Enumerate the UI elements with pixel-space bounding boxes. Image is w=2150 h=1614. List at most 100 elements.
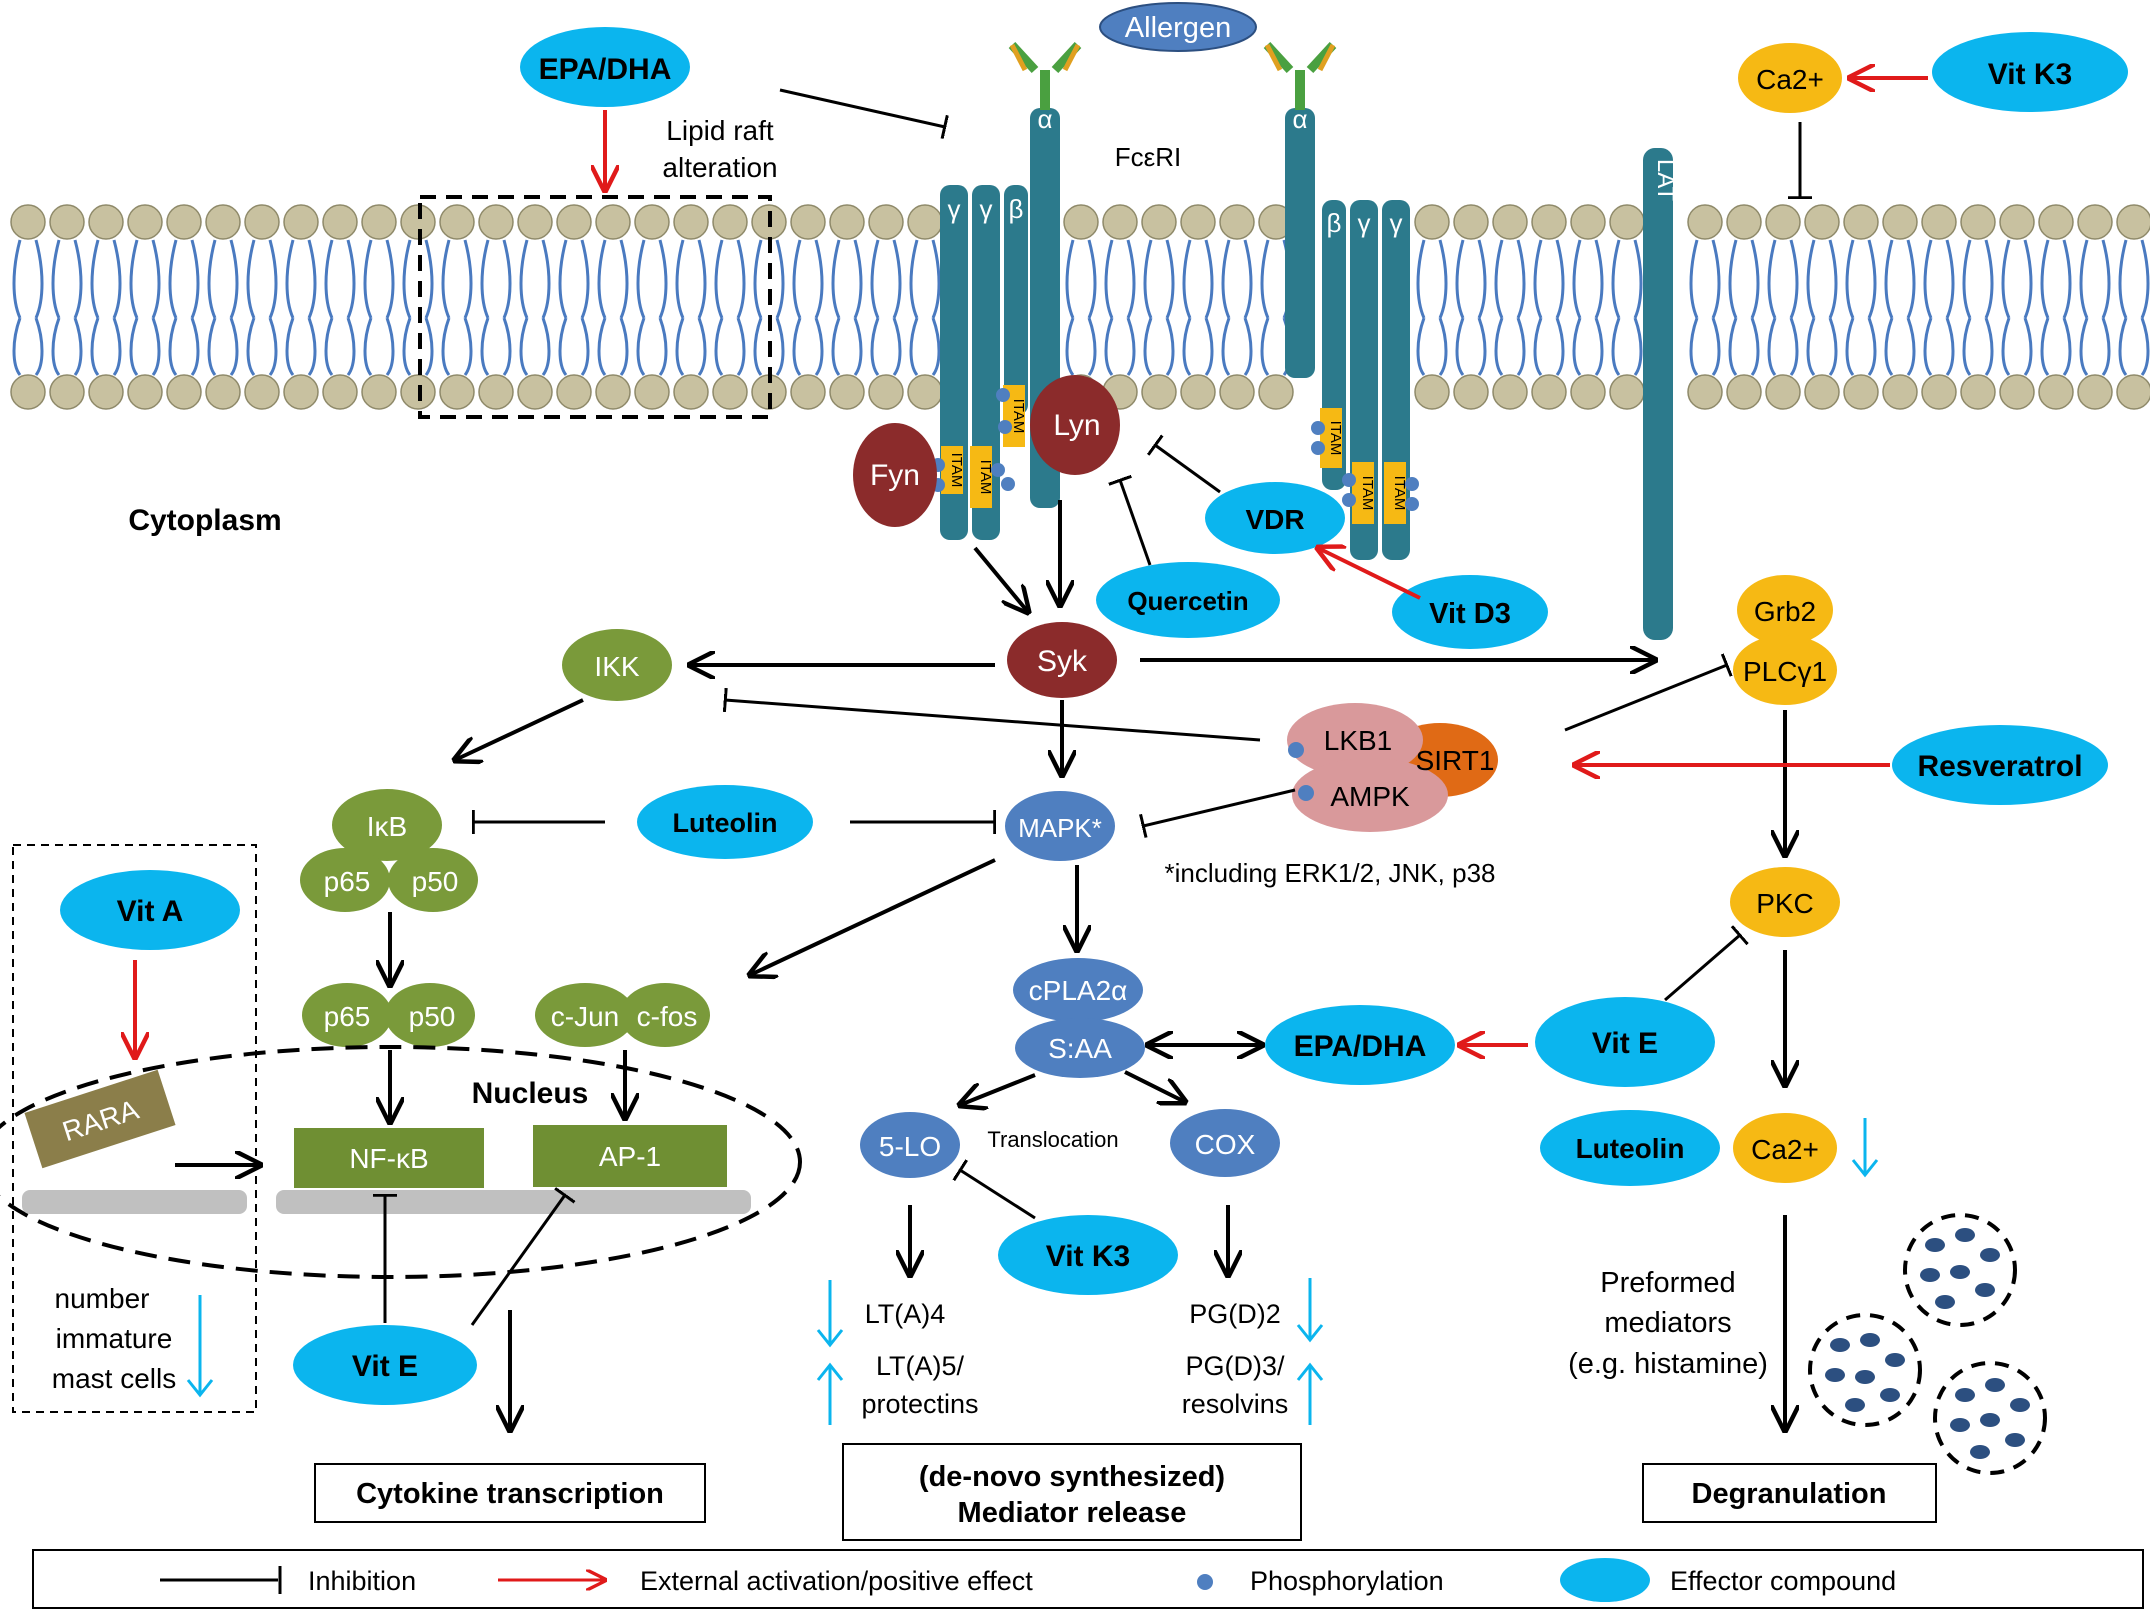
lipid-head [712, 204, 748, 240]
svg-text:LAT: LAT [1652, 159, 1679, 202]
legend-effector: Effector compound [1560, 1558, 1896, 1602]
degranulation-box: Degranulation [1642, 1463, 1937, 1523]
lipid-head [790, 204, 826, 240]
lipid-head [1804, 374, 1840, 410]
lipid-head [478, 374, 514, 410]
lipid-tail [441, 239, 473, 376]
beta-label-2: β [1327, 208, 1342, 238]
svg-text:Effector compound: Effector compound [1670, 1566, 1896, 1596]
lipid-tail [792, 239, 824, 376]
effector-vit-k3-mid: Vit K3 [998, 1215, 1178, 1295]
lipid-tail [1143, 239, 1175, 376]
lipid-head [127, 374, 163, 410]
svg-text:Lipid raft: Lipid raft [666, 115, 774, 146]
lipid-head [478, 204, 514, 240]
lipid-head [2038, 204, 2074, 240]
lipid-head [634, 204, 670, 240]
lipid-tail [1923, 239, 1955, 376]
svg-text:Ca2+: Ca2+ [1751, 1134, 1819, 1165]
svg-text:c-Jun: c-Jun [551, 1001, 619, 1032]
dna-strand-left [22, 1190, 247, 1214]
lipid-head [1609, 204, 1645, 240]
ige-antibody-left [1008, 41, 1082, 110]
svg-text:cPLA2α: cPLA2α [1029, 975, 1128, 1006]
svg-text:resolvins: resolvins [1182, 1389, 1289, 1419]
svg-text:PLCγ1: PLCγ1 [1743, 656, 1827, 687]
lipid-head [634, 374, 670, 410]
lipid-head [868, 204, 904, 240]
svg-text:alteration: alteration [662, 152, 777, 183]
svg-text:c-fos: c-fos [637, 1001, 698, 1032]
svg-text:Degranulation: Degranulation [1692, 1478, 1887, 1510]
lipid-head [361, 374, 397, 410]
svg-text:mediators: mediators [1604, 1307, 1731, 1339]
lipid-head [907, 374, 943, 410]
gamma-label-2: γ [980, 194, 993, 224]
p65-p50-dimer: p65 p50 [302, 983, 475, 1047]
mapk-node: MAPK* [1005, 791, 1115, 861]
lipid-tail [51, 239, 83, 376]
itam-motifs: ITAM ITAM ITAM ITAM ITAM ITAM [941, 385, 1408, 524]
lipid-head [1414, 374, 1450, 410]
lipid-head [1765, 204, 1801, 240]
svg-text:EPA/DHA: EPA/DHA [1294, 1030, 1427, 1063]
svg-text:ITAM: ITAM [1359, 476, 1376, 511]
lipid-head [361, 204, 397, 240]
lipid-head [1570, 204, 1606, 240]
lipid-head [673, 204, 709, 240]
lipid-head [88, 374, 124, 410]
svg-text:Ca2+: Ca2+ [1756, 64, 1824, 95]
svg-text:number: number [55, 1283, 150, 1314]
cpla2a-saa-complex: cPLA2α S:AA [1013, 958, 1145, 1078]
lipid-head [1609, 374, 1645, 410]
lipid-tail [12, 239, 44, 376]
lipid-tail [1221, 239, 1253, 376]
svg-text:Cytoplasm: Cytoplasm [128, 504, 281, 537]
lipid-tail [1572, 239, 1604, 376]
svg-text:ITAM: ITAM [1327, 421, 1344, 456]
lipid-tail [558, 239, 590, 376]
alpha-label-1: α [1037, 104, 1052, 134]
lipid-head [1804, 204, 1840, 240]
gamma-label-1: γ [948, 194, 961, 224]
effector-vit-a: Vit A [60, 870, 240, 950]
lipid-tail [2001, 239, 2033, 376]
lipid-head [322, 204, 358, 240]
lipid-head [1063, 204, 1099, 240]
svg-text:p65: p65 [324, 1001, 371, 1032]
svg-text:Vit D3: Vit D3 [1429, 598, 1511, 630]
svg-text:Cytokine transcription: Cytokine transcription [356, 1478, 664, 1510]
lipid-head [1219, 374, 1255, 410]
lipid-tail [207, 239, 239, 376]
lipid-head [517, 374, 553, 410]
svg-text:NF-κB: NF-κB [349, 1143, 428, 1174]
lipid-head [2077, 204, 2113, 240]
lipid-head [2116, 374, 2150, 410]
svg-text:Syk: Syk [1037, 645, 1088, 678]
svg-text:Luteolin: Luteolin [1576, 1133, 1685, 1164]
lipid-head [49, 374, 85, 410]
cell-membrane [10, 204, 2150, 410]
svg-text:LKB1: LKB1 [1324, 725, 1393, 756]
svg-text:Lyn: Lyn [1053, 409, 1100, 442]
lipid-tail [870, 239, 902, 376]
lipid-head [1726, 204, 1762, 240]
gamma-label-4: γ [1390, 208, 1403, 238]
lipid-head [166, 374, 202, 410]
svg-text:p65: p65 [324, 866, 371, 897]
lipid-tail [831, 239, 863, 376]
ca2-top-node: Ca2+ [1738, 43, 1842, 113]
lipid-tail [1494, 239, 1526, 376]
ige-antibody-right [1263, 41, 1337, 110]
lipid-head [1531, 204, 1567, 240]
lipid-head [166, 204, 202, 240]
lipid-head [517, 204, 553, 240]
effector-quercetin: Quercetin [1096, 562, 1280, 638]
lipid-head [829, 374, 865, 410]
svg-text:ITAM: ITAM [1010, 399, 1027, 434]
grb2-plcg1-complex: Grb2 PLCγ1 [1733, 575, 1837, 705]
mediator-release-box: (de-novo synthesized) Mediator release [842, 1443, 1302, 1541]
5lo-node: 5-LO [860, 1112, 960, 1178]
lipid-tail [909, 239, 941, 376]
